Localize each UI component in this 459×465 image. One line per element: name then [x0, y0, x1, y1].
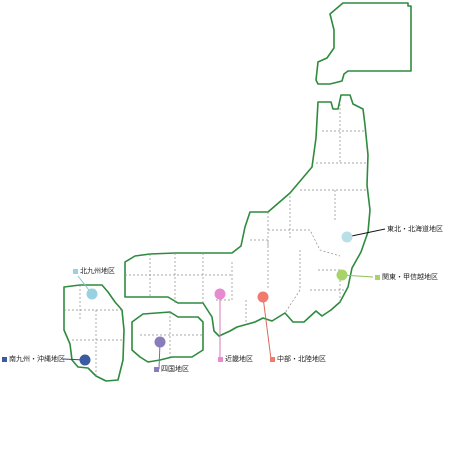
label-kitakyushu[interactable]: 北九州地区	[73, 267, 115, 275]
label-minamikyushu[interactable]: 南九州・沖縄地区	[2, 355, 65, 363]
region-label-text: 近畿地区	[225, 355, 253, 363]
marker-minamikyushu[interactable]	[79, 354, 91, 366]
marker-chubu[interactable]	[257, 291, 269, 303]
region-label-text: 中部・北陸地区	[277, 355, 326, 363]
region-label-text: 北九州地区	[80, 267, 115, 275]
label-kinki[interactable]: 近畿地区	[218, 355, 253, 363]
kitakyushu-swatch	[73, 268, 78, 274]
marker-kitakyushu[interactable]	[86, 288, 98, 300]
kyushu-landmass	[63, 284, 125, 382]
leader-chubu	[262, 296, 272, 360]
marker-tohoku[interactable]	[341, 231, 353, 243]
hokkaido-landmass	[315, 2, 412, 85]
minamikyushu-swatch	[2, 356, 7, 362]
shikoku-swatch	[154, 366, 159, 372]
region-markers	[79, 231, 353, 366]
chubu-swatch	[270, 356, 275, 362]
shikoku-landmass	[131, 311, 204, 363]
region-label-text: 南九州・沖縄地区	[9, 355, 65, 363]
label-kanto[interactable]: 関東・甲信越地区	[375, 273, 438, 281]
kinki-swatch	[218, 356, 223, 362]
label-chubu[interactable]: 中部・北陸地区	[270, 355, 326, 363]
label-shikoku[interactable]: 四国地区	[154, 365, 189, 373]
kanto-swatch	[375, 274, 380, 280]
region-label-text: 東北・北海道地区	[387, 225, 443, 233]
leader-tohoku	[346, 228, 386, 238]
label-tohoku[interactable]: 東北・北海道地区	[387, 225, 443, 233]
marker-kanto[interactable]	[336, 269, 348, 281]
marker-shikoku[interactable]	[154, 336, 166, 348]
honshu-landmass	[124, 94, 371, 337]
region-label-text: 関東・甲信越地区	[382, 273, 438, 281]
marker-kinki[interactable]	[214, 288, 226, 300]
prefecture-borders	[64, 104, 367, 376]
region-label-text: 四国地区	[161, 365, 189, 373]
